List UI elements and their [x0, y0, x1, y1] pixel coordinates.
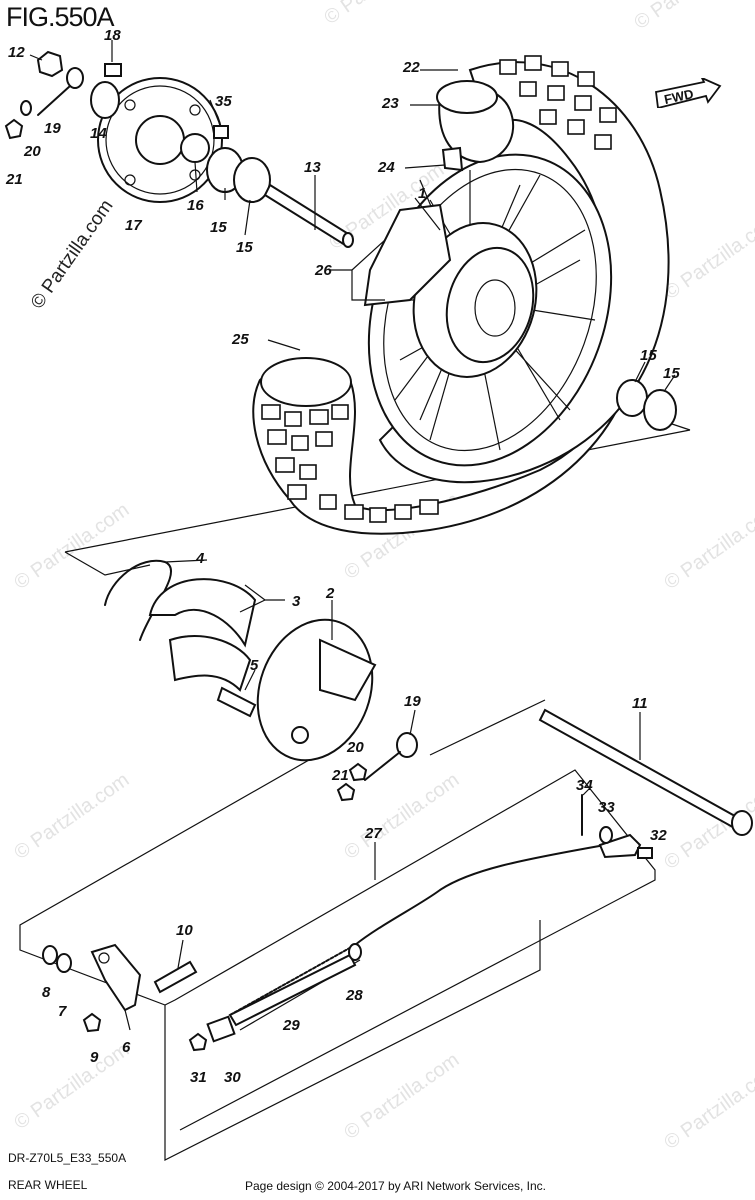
callout-23: 23: [381, 95, 399, 112]
sprocket-17: [97, 77, 223, 203]
callout-18: 18: [104, 27, 121, 44]
watermark-text: © Partzilla.com: [340, 1049, 463, 1144]
callout-2: 2: [325, 585, 335, 602]
callout-25: 25: [231, 331, 249, 348]
diagram-caption: REAR WHEEL: [8, 1178, 88, 1192]
callout-15a: 15: [210, 219, 227, 236]
callout-11: 11: [632, 695, 648, 712]
callout-34: 34: [576, 777, 593, 794]
washer-20-top: [66, 67, 84, 89]
callout-26: 26: [314, 262, 332, 279]
washer-7: [56, 953, 72, 973]
callout-14: 14: [90, 125, 107, 142]
callout-13: 13: [304, 159, 321, 176]
bolt-35: [213, 125, 229, 139]
rim-band-24: [441, 146, 464, 172]
bearing-15c: [616, 379, 648, 417]
bearing-15d: [643, 389, 677, 431]
figure-title: FIG.550A: [6, 2, 115, 32]
fwd-label: FWD: [663, 86, 695, 107]
callout-15d: 15: [663, 365, 680, 382]
callout-21: 21: [5, 171, 23, 188]
washer-8: [42, 945, 58, 965]
joint-30: [206, 1015, 236, 1043]
callout-20b: 20: [346, 739, 364, 756]
callout-28: 28: [345, 987, 363, 1004]
bearing-16: [180, 133, 210, 163]
callout-7: 7: [58, 1003, 67, 1020]
watermark-text: © Partzilla.com: [660, 1059, 755, 1154]
bolt-18: [104, 63, 122, 77]
bolt-10: [153, 960, 198, 994]
leader-lines: [29, 40, 676, 1031]
brake-shoes-3: [148, 578, 257, 692]
callout-20: 20: [23, 143, 41, 160]
brake-cam-5: [216, 686, 257, 718]
callout-15c: 15: [640, 347, 657, 364]
arm-32-33: [598, 826, 653, 859]
nut-21-top: [4, 118, 24, 140]
watermark-text: © Partzilla.com: [10, 1039, 133, 1134]
callout-31: 31: [190, 1069, 207, 1086]
brake-rod-27: [229, 844, 606, 1016]
callout-9: 9: [90, 1049, 99, 1066]
callout-19b: 19: [404, 693, 421, 710]
callout-24: 24: [377, 159, 395, 176]
watermark-text: © Partzilla.com: [10, 769, 133, 864]
spacer-13: [263, 183, 354, 248]
nut-20: [348, 762, 368, 782]
bolt-19-top: [37, 85, 71, 116]
axle-11: [538, 708, 753, 836]
callout-17: 17: [125, 217, 142, 234]
watermark-text: © Partzilla.com: [27, 196, 118, 313]
callout-19: 19: [44, 120, 61, 137]
copyright-notice: Page design © 2004-2017 by ARI Network S…: [245, 1179, 547, 1193]
collar-14: [90, 81, 120, 119]
callout-6: 6: [122, 1039, 131, 1056]
watermark-text: © Partzilla.com: [340, 769, 463, 864]
callout-30: 30: [224, 1069, 241, 1086]
callout-16: 16: [187, 197, 204, 214]
callout-numbers: 12 18 19 20 21 14 17 16 35 15 15 13 22 2…: [5, 27, 680, 1086]
callout-1: 1: [418, 185, 426, 202]
callout-10: 10: [176, 922, 193, 939]
nut-21: [336, 782, 356, 802]
callout-5: 5: [250, 657, 259, 674]
callout-12: 12: [8, 44, 25, 61]
watermark-text: © Partzilla.com: [320, 0, 443, 29]
adjuster-19: [364, 732, 418, 781]
watermark-text: © Partzilla.com: [660, 499, 755, 594]
callout-33: 33: [598, 799, 615, 816]
tire-25: [252, 319, 641, 535]
watermark-text: © Partzilla.com: [10, 499, 133, 594]
callout-22: 22: [402, 59, 420, 76]
watermark-text: © Partzilla.com: [660, 209, 755, 304]
spring-29: [228, 953, 357, 1027]
tube-23: [436, 80, 515, 164]
nut-31: [188, 1032, 208, 1052]
callout-29: 29: [282, 1017, 300, 1034]
nut-9: [82, 1012, 102, 1033]
rear-wheel-assembly: [363, 55, 670, 484]
washer-20b: [20, 100, 32, 116]
brake-lever-6: [90, 943, 142, 1012]
diagram-code: DR-Z70L5_E33_550A: [8, 1151, 127, 1165]
callout-4: 4: [195, 550, 205, 567]
callout-32: 32: [650, 827, 667, 844]
callout-35: 35: [215, 93, 232, 110]
washer-28: [348, 943, 362, 961]
callout-21b: 21: [331, 767, 349, 784]
brake-panel-2: [256, 618, 377, 762]
callout-3: 3: [292, 593, 301, 610]
fwd-arrow-icon: FWD: [655, 78, 722, 108]
bearing-15b: [233, 157, 271, 203]
watermark-text: © Partzilla.com: [630, 0, 753, 34]
callout-8: 8: [42, 984, 51, 1001]
callout-27: 27: [364, 825, 382, 842]
callout-15b: 15: [236, 239, 253, 256]
nut-12: [36, 50, 64, 78]
